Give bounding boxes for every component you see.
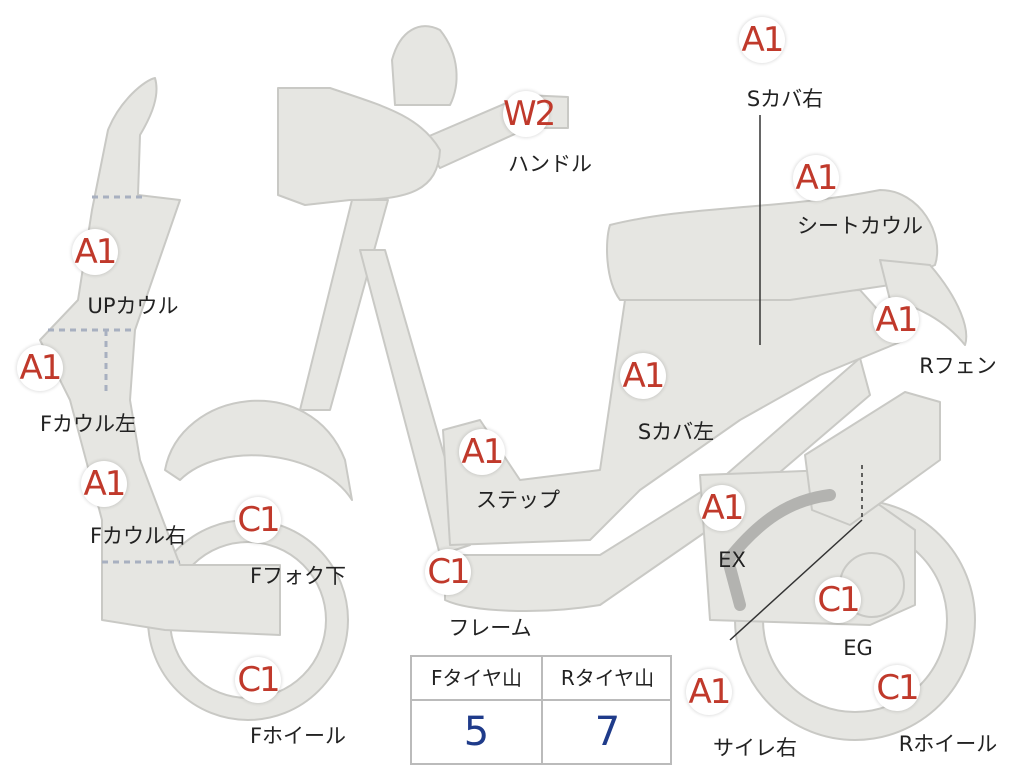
seat-shape: [606, 189, 939, 301]
part-label-s-cover-left: Sカバ左: [637, 420, 715, 444]
front-tire-column: Fタイヤ山 5: [412, 657, 543, 763]
headlight-block-shape: [277, 87, 441, 206]
front-tire-value: 5: [463, 709, 490, 755]
part-label-s-cover-right: Sカバ右: [746, 87, 824, 111]
floor-frame-shape: [444, 357, 871, 612]
part-label-f-wheel: Fホイール: [249, 724, 347, 748]
grade-marker-f-cowl-right: A1: [81, 461, 127, 507]
grade-marker-seat-cowl: A1: [793, 155, 839, 201]
grade-marker-up-cowl: A1: [72, 229, 118, 275]
exhaust-shape: [721, 489, 836, 611]
part-label-handle: ハンドル: [508, 152, 592, 176]
part-label-ex: EX: [718, 548, 746, 572]
part-label-f-fork-lower: Fフォク下: [249, 564, 347, 588]
part-label-r-fender: Rフェン: [919, 354, 997, 378]
grade-marker-f-cowl-left: A1: [17, 345, 63, 391]
part-label-r-wheel: Rホイール: [898, 732, 998, 756]
grade-marker-s-cover-left: A1: [620, 353, 666, 399]
part-label-seat-cowl: シートカウル: [797, 214, 923, 238]
part-label-silencer-right: サイレ右: [713, 736, 797, 760]
grade-marker-handle: W2: [503, 91, 556, 137]
part-label-f-cowl-right: Fカウル右: [89, 524, 187, 548]
rear-tire-value: 7: [594, 709, 621, 755]
grade-marker-s-cover-right: A1: [739, 17, 785, 63]
front-tire-header: Fタイヤ山: [412, 657, 541, 701]
part-label-up-cowl: UPカウル: [87, 294, 179, 318]
grade-marker-eg: C1: [815, 577, 861, 623]
leader-line-silencer: [729, 519, 863, 641]
grade-marker-step: A1: [459, 429, 505, 475]
part-label-eg: EG: [843, 636, 873, 660]
tire-tread-table: Fタイヤ山 5 Rタイヤ山 7: [410, 655, 672, 765]
rear-tire-column: Rタイヤ山 7: [543, 657, 672, 763]
grade-marker-ex: A1: [699, 485, 745, 531]
grade-marker-r-wheel: C1: [874, 665, 920, 711]
grade-marker-f-wheel: C1: [235, 657, 281, 703]
grade-marker-frame: C1: [425, 549, 471, 595]
airbox-shape: [804, 391, 941, 526]
part-label-step: ステップ: [476, 488, 560, 512]
part-label-frame: フレーム: [448, 616, 532, 640]
rear-tire-header: Rタイヤ山: [543, 657, 672, 701]
windshield-shape: [391, 25, 458, 106]
grade-marker-silencer-right: A1: [686, 669, 732, 715]
grade-marker-r-fender: A1: [873, 297, 919, 343]
part-label-f-cowl-left: Fカウル左: [39, 412, 137, 436]
front-fender-shape: [164, 399, 353, 501]
grade-marker-f-fork-lower: C1: [235, 497, 281, 543]
